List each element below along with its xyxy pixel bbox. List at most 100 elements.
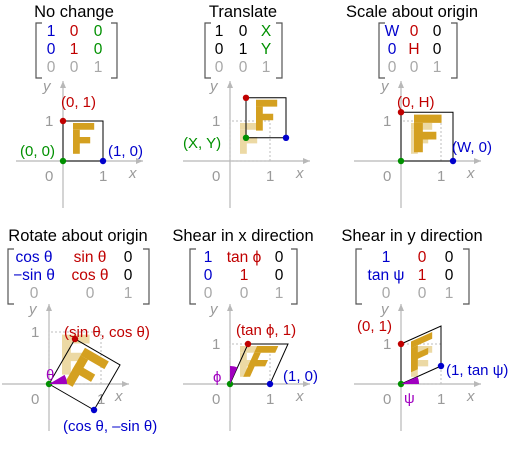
matrix-entry: 0 xyxy=(94,23,103,40)
point-label: (1, 0) xyxy=(108,143,143,160)
transformed-square xyxy=(48,338,121,411)
matrix-entry: 0 xyxy=(124,267,133,284)
x-tick-label: 1 xyxy=(97,391,105,408)
f-glyph xyxy=(414,131,437,140)
matrix-right-bracket xyxy=(276,22,283,79)
matrix-entry: −sin θ xyxy=(13,267,55,284)
x-basis-point xyxy=(449,157,457,165)
panel-title: Shear in y direction xyxy=(341,227,482,245)
point-label: (1, 0) xyxy=(283,368,318,385)
y-axis-label: y xyxy=(380,78,390,95)
panel-title: Translate xyxy=(209,3,277,21)
y-basis-point xyxy=(397,109,405,116)
original-f-glyph xyxy=(240,123,262,130)
origin-tick-label: 0 xyxy=(212,391,220,408)
point-label: ϕ xyxy=(213,369,221,386)
matrix-right-bracket xyxy=(291,248,298,305)
origin-point xyxy=(397,157,405,165)
y-basis-point xyxy=(59,117,67,125)
matrix-entry: 1 xyxy=(70,41,79,58)
y-basis-point xyxy=(397,340,405,348)
matrix-entry: 0 xyxy=(47,59,56,76)
matrix-entry: 0 xyxy=(239,23,248,40)
matrix-entry: 1 xyxy=(262,59,271,76)
matrix-entry: 1 xyxy=(445,285,454,302)
y-axis-label: y xyxy=(380,301,390,318)
matrix-entry: X xyxy=(261,23,272,40)
matrix-left-bracket xyxy=(378,22,385,79)
matrix-right-bracket xyxy=(463,248,470,305)
point-label: (1, tan ψ) xyxy=(446,362,508,379)
matrix-entry: 0 xyxy=(204,267,213,284)
matrix-entry: 0 xyxy=(215,41,224,58)
y-tick-label: 1 xyxy=(212,336,220,353)
panel-title: Shear in x direction xyxy=(172,227,313,245)
x-axis-label: x xyxy=(295,388,304,405)
y-axis-label: y xyxy=(28,301,38,318)
y-tick-label: 1 xyxy=(212,113,220,130)
y-axis-arrow-icon xyxy=(46,304,52,311)
transformed-square xyxy=(400,325,442,385)
matrix-entry: 0 xyxy=(275,249,284,266)
matrix-entry: 0 xyxy=(410,59,419,76)
point-label: (X, Y) xyxy=(183,135,221,152)
origin-tick-label: 0 xyxy=(45,168,53,185)
original-square xyxy=(229,120,271,162)
x-axis-label: x xyxy=(128,165,137,182)
x-axis-label: x xyxy=(466,388,475,405)
y-axis-arrow-icon xyxy=(60,81,66,88)
matrix-left-bracket xyxy=(35,22,42,79)
f-glyph xyxy=(247,360,268,367)
matrix-entry: tan ϕ xyxy=(227,249,262,266)
matrix-entry: 1 xyxy=(215,23,224,40)
origin-tick-label: 0 xyxy=(383,168,391,185)
y-tick-label: 1 xyxy=(383,336,391,353)
point-label: θ xyxy=(46,367,54,384)
matrix-entry: 0 xyxy=(382,285,391,302)
y-basis-point xyxy=(244,340,252,348)
matrix-entry: 0 xyxy=(445,249,454,266)
point-label: (cos θ, –sin θ) xyxy=(63,418,157,435)
matrix-entry: 0 xyxy=(418,249,427,266)
x-axis-arrow-icon xyxy=(136,158,143,164)
matrix-entry: 1 xyxy=(418,267,427,284)
point-label: (tan ϕ, 1) xyxy=(236,322,296,339)
panel-title: No change xyxy=(34,3,114,21)
x-axis-arrow-icon xyxy=(474,381,481,387)
transformed-square xyxy=(400,111,454,162)
x-basis-point xyxy=(282,134,290,141)
original-square xyxy=(48,331,102,385)
origin-tick-label: 0 xyxy=(212,168,220,185)
origin-point xyxy=(242,134,250,141)
matrix-left-bracket xyxy=(189,248,196,305)
y-axis-label: y xyxy=(42,78,52,95)
theta-angle-wedge xyxy=(49,374,68,384)
matrix-right-bracket xyxy=(451,22,458,79)
matrix-entry: 0 xyxy=(388,59,397,76)
matrix-entry: 0 xyxy=(47,41,56,58)
matrix-entry: 0 xyxy=(445,267,454,284)
f-glyph xyxy=(411,347,429,362)
matrix-entry: 0 xyxy=(204,285,213,302)
transformed-square xyxy=(229,343,289,385)
matrix-entry: 0 xyxy=(410,23,419,40)
y-basis-point xyxy=(71,335,79,343)
point-label: ψ xyxy=(404,390,415,407)
x-tick-label: 1 xyxy=(437,168,445,185)
x-tick-label: 1 xyxy=(266,391,274,408)
matrix-entry: 1 xyxy=(382,249,391,266)
f-glyph xyxy=(71,363,96,382)
point-label: (0, 0) xyxy=(20,143,55,160)
x-axis-label: x xyxy=(114,388,123,405)
panel-title: Scale about origin xyxy=(346,3,478,21)
y-tick-label: 1 xyxy=(45,113,53,130)
x-axis-arrow-icon xyxy=(303,158,310,164)
matrix-entry: 1 xyxy=(47,23,56,40)
transformed-square xyxy=(62,120,104,162)
f-glyph xyxy=(256,113,274,121)
matrix-entry: 0 xyxy=(418,285,427,302)
f-glyph xyxy=(73,123,95,130)
